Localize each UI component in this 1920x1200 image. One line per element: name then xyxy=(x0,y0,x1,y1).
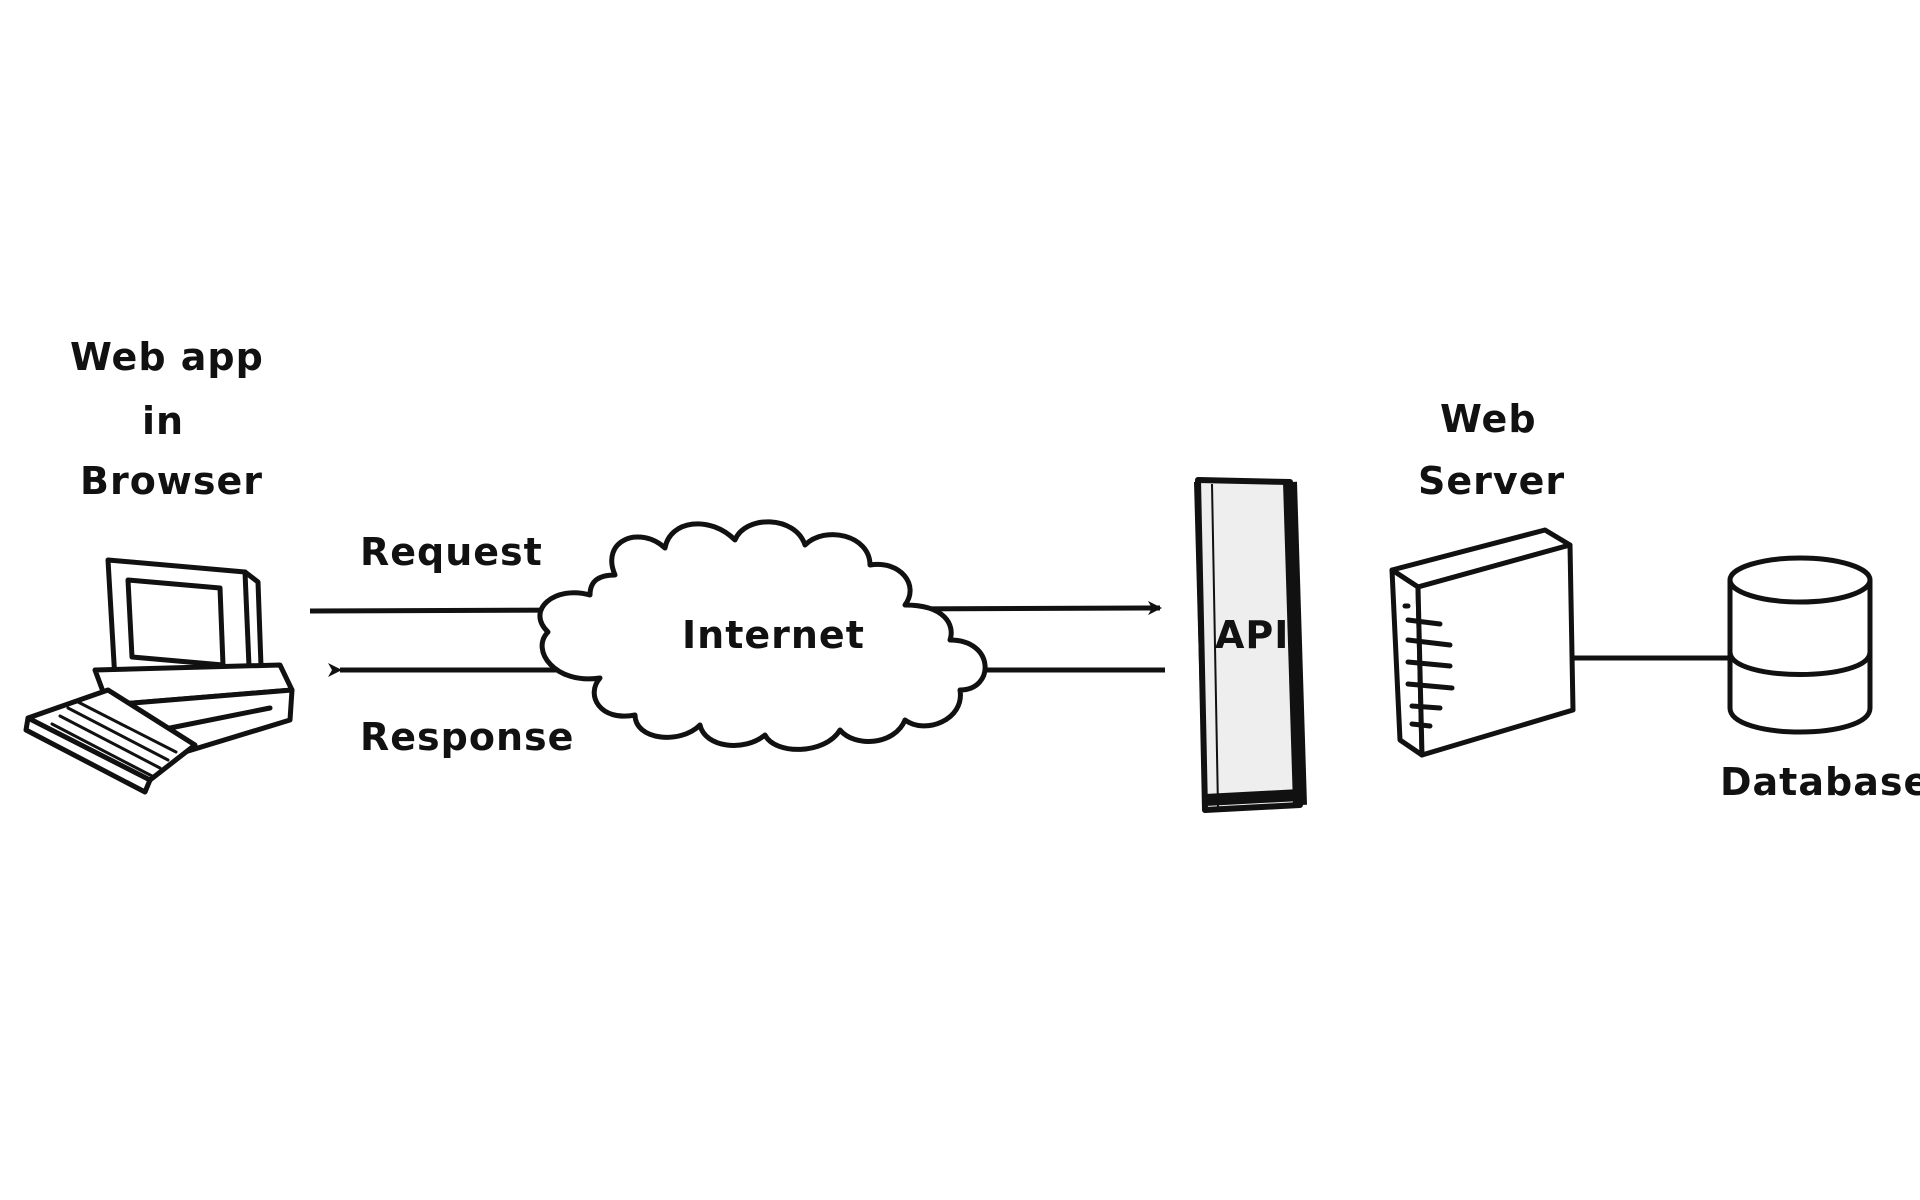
database-cylinder-icon xyxy=(1727,555,1873,735)
desktop-computer-icon xyxy=(23,557,295,795)
api-label: API xyxy=(1215,613,1289,657)
client-label-line1: Web app xyxy=(70,335,264,379)
server-label-line2: Server xyxy=(1418,459,1565,503)
request-label: Request xyxy=(360,530,543,574)
internet-label: Internet xyxy=(682,613,865,657)
database-label: Database xyxy=(1720,760,1920,804)
server-label-line1: Web xyxy=(1440,397,1537,441)
client-label-line3: Browser xyxy=(80,459,263,503)
client-label-line2: in xyxy=(142,399,184,443)
server-tower-icon xyxy=(1389,527,1576,758)
cloud-icon xyxy=(537,519,988,752)
response-label: Response xyxy=(360,715,574,759)
api-gateway-icon xyxy=(1194,477,1307,813)
